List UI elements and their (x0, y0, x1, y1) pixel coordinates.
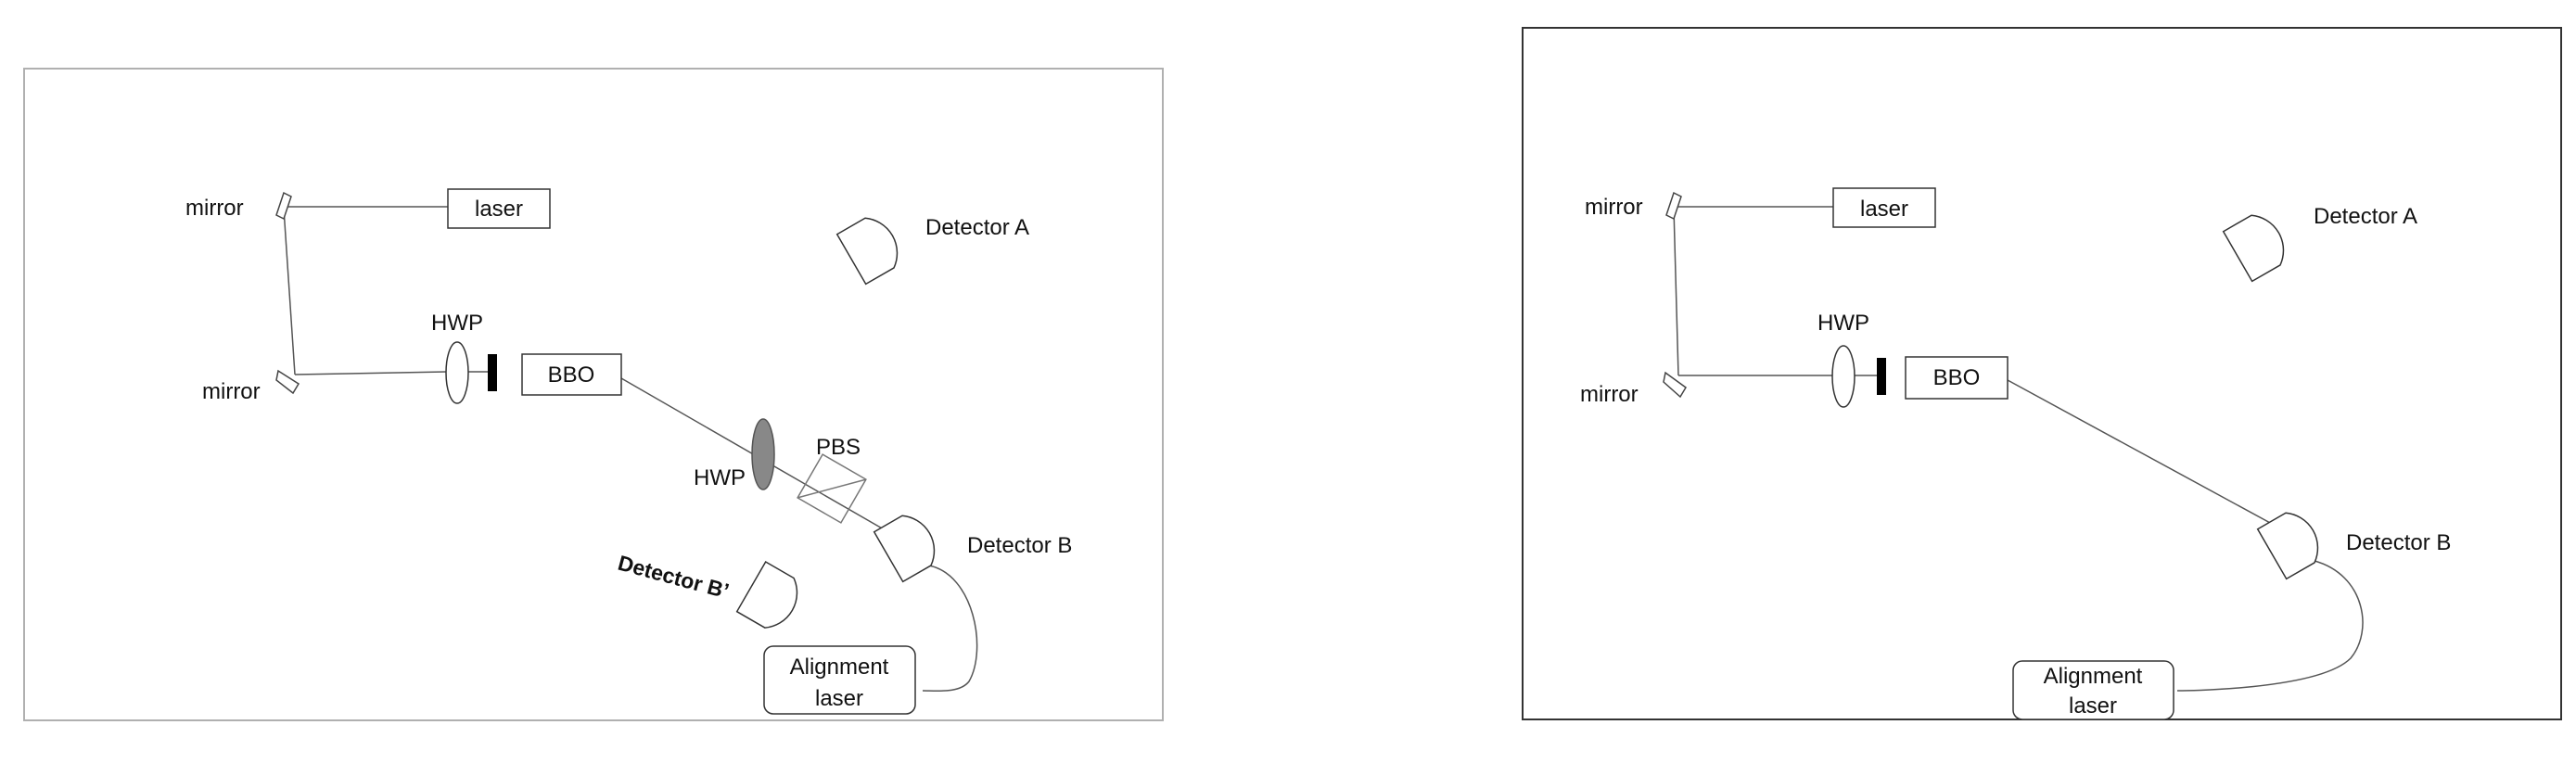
pbs-cube (797, 453, 867, 524)
laser-label: laser (475, 197, 523, 222)
detector-b-label-right: Detector B (2346, 530, 2451, 555)
beam-block (488, 354, 497, 391)
hwp2-plate-filled (751, 418, 775, 490)
detector-a-label-right: Detector A (2314, 204, 2417, 229)
detector-a-label: Detector A (925, 215, 1029, 240)
mirror-top-right (1665, 191, 1682, 221)
laser-box-right (1832, 187, 1936, 228)
beam-block-right (1877, 358, 1886, 395)
beam-mirror-to-hwp (294, 371, 448, 375)
bbo-label: BBO (548, 362, 595, 388)
mirror-bottom-label: mirror (202, 379, 261, 404)
bbo-crystal-box-right (1905, 356, 2009, 400)
alignment-laser-line2: laser (815, 686, 863, 711)
left-diagram-panel: mirror mirror laser HWP BBO HWP PBS Dete… (0, 0, 1205, 758)
alignment-laser-line1: Alignment (790, 655, 889, 680)
beam-mirror-to-mirror-right (1673, 207, 1679, 376)
laser-label-right: laser (1860, 197, 1908, 222)
hwp-plate (445, 341, 469, 404)
pbs-label: PBS (816, 435, 861, 460)
fiber-cable (922, 565, 978, 693)
mirror-bottom-right (1663, 371, 1687, 399)
right-diagram-panel: mirror mirror laser HWP BBO Detector A D… (1511, 0, 2576, 758)
detector-b-label: Detector B (967, 533, 1072, 558)
mirror-top (275, 191, 292, 221)
alignment-laser-box-right (2012, 660, 2174, 720)
mirror-bottom-label-right: mirror (1580, 382, 1639, 407)
laser-box (447, 188, 551, 229)
bbo-label-right: BBO (1933, 365, 1981, 390)
detector-b-prime-shape (735, 560, 798, 629)
detector-b-shape-right (2256, 512, 2319, 580)
detector-b-shape (873, 515, 936, 583)
mirror-bottom (275, 369, 300, 395)
detector-a-shape-right (2222, 214, 2285, 283)
mirror-top-label-right: mirror (1585, 195, 1643, 220)
detector-b-prime-label: Detector B’ (616, 551, 732, 604)
beam-mirror-to-mirror (283, 208, 296, 375)
fiber-cable-right (2176, 560, 2364, 692)
hwp2-label: HWP (694, 465, 746, 490)
right-diagram-svg: mirror mirror laser HWP BBO Detector A D… (1522, 27, 2562, 720)
alignment-laser-line1-right: Alignment (2044, 664, 2143, 689)
beam-bbo-to-detector-b-right (2007, 379, 2273, 525)
bbo-crystal-box (521, 353, 622, 396)
hwp-plate-right (1831, 345, 1855, 408)
left-frame (23, 68, 1164, 721)
mirror-top-label: mirror (185, 196, 244, 221)
detector-a-shape (835, 217, 899, 286)
hwp-label-right: HWP (1817, 311, 1869, 336)
left-diagram-svg: mirror mirror laser HWP BBO HWP PBS Dete… (23, 68, 1164, 721)
hwp-label: HWP (431, 311, 483, 336)
alignment-laser-box (763, 645, 916, 715)
alignment-laser-line2-right: laser (2069, 693, 2117, 718)
